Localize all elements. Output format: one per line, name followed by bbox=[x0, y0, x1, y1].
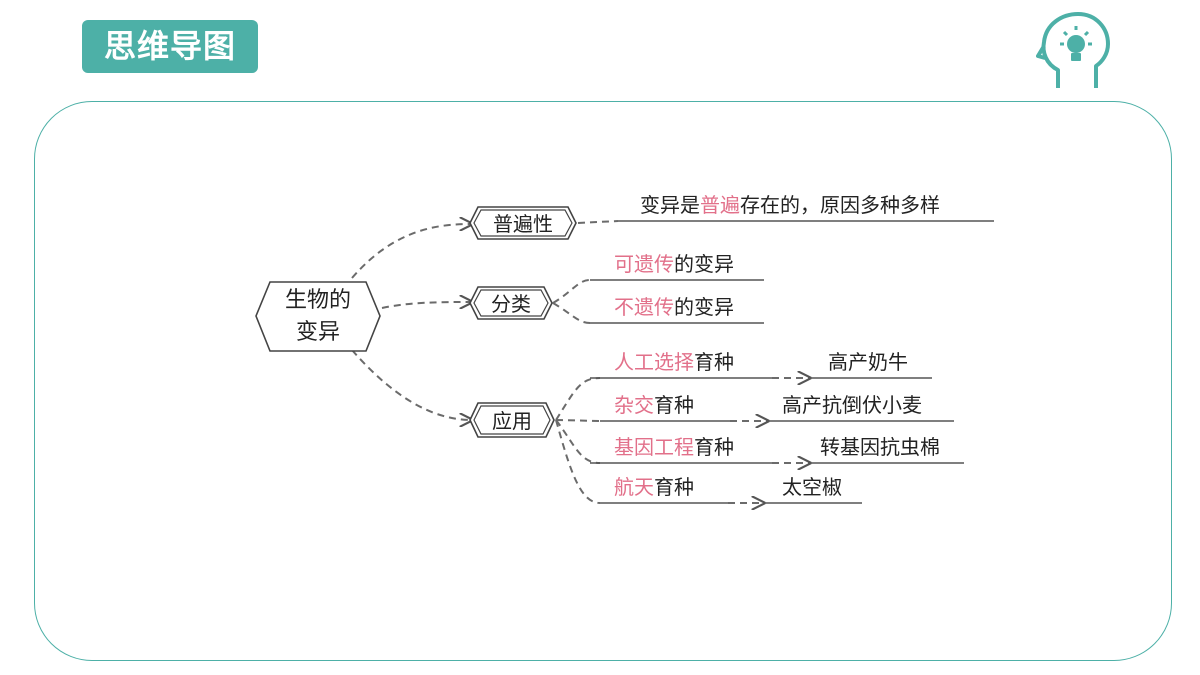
root-node: 生物的 变异 bbox=[255, 281, 381, 352]
root-label-line1: 生物的 bbox=[285, 288, 351, 313]
connector-branch1-item bbox=[577, 220, 619, 224]
connector-branch3-item1 bbox=[555, 377, 601, 421]
branch-label-application: 应用 bbox=[492, 409, 532, 433]
connector-branch3-item2 bbox=[555, 419, 601, 422]
head-lightbulb-icon bbox=[1036, 12, 1110, 88]
branch-node-classification: 分类 bbox=[469, 286, 553, 320]
section-title-badge: 思维导图 bbox=[82, 20, 258, 73]
branch2-item2-text: 不遗传的变异 bbox=[614, 295, 734, 319]
branch-label-classification: 分类 bbox=[491, 292, 531, 316]
app1-result: 高产奶牛 bbox=[828, 350, 908, 374]
branch1-item-text: 变异是普遍存在的，原因多种多样 bbox=[640, 193, 940, 217]
branch1-item-highlight: 普遍 bbox=[700, 193, 740, 217]
connector-branch3-item3 bbox=[555, 419, 601, 464]
branch-node-application: 应用 bbox=[469, 402, 555, 438]
root-label-line2: 变异 bbox=[296, 320, 340, 345]
app1-method: 人工选择育种 bbox=[614, 350, 734, 374]
connector-branch2-item2 bbox=[552, 302, 591, 324]
connector-root-branch3 bbox=[351, 349, 472, 420]
branch-label-universality: 普遍性 bbox=[493, 212, 553, 236]
app4-method: 航天育种 bbox=[614, 475, 694, 499]
branch1-item-suffix: 存在的，原因多种多样 bbox=[740, 193, 940, 217]
app4-result: 太空椒 bbox=[782, 475, 842, 499]
connector-root-branch1 bbox=[351, 224, 472, 279]
app2-method: 杂交育种 bbox=[614, 393, 694, 417]
app2-result: 高产抗倒伏小麦 bbox=[782, 393, 922, 417]
branch-node-universality: 普遍性 bbox=[469, 206, 577, 240]
app3-result: 转基因抗虫棉 bbox=[820, 435, 940, 459]
content-frame bbox=[34, 101, 1172, 661]
branch1-item-prefix: 变异是 bbox=[640, 193, 700, 217]
connector-branch3-item4 bbox=[555, 419, 601, 504]
connector-root-branch2 bbox=[381, 302, 472, 308]
app3-method: 基因工程育种 bbox=[614, 435, 734, 459]
branch2-item1-text: 可遗传的变异 bbox=[614, 252, 734, 276]
connector-branch2-item1 bbox=[552, 279, 591, 304]
